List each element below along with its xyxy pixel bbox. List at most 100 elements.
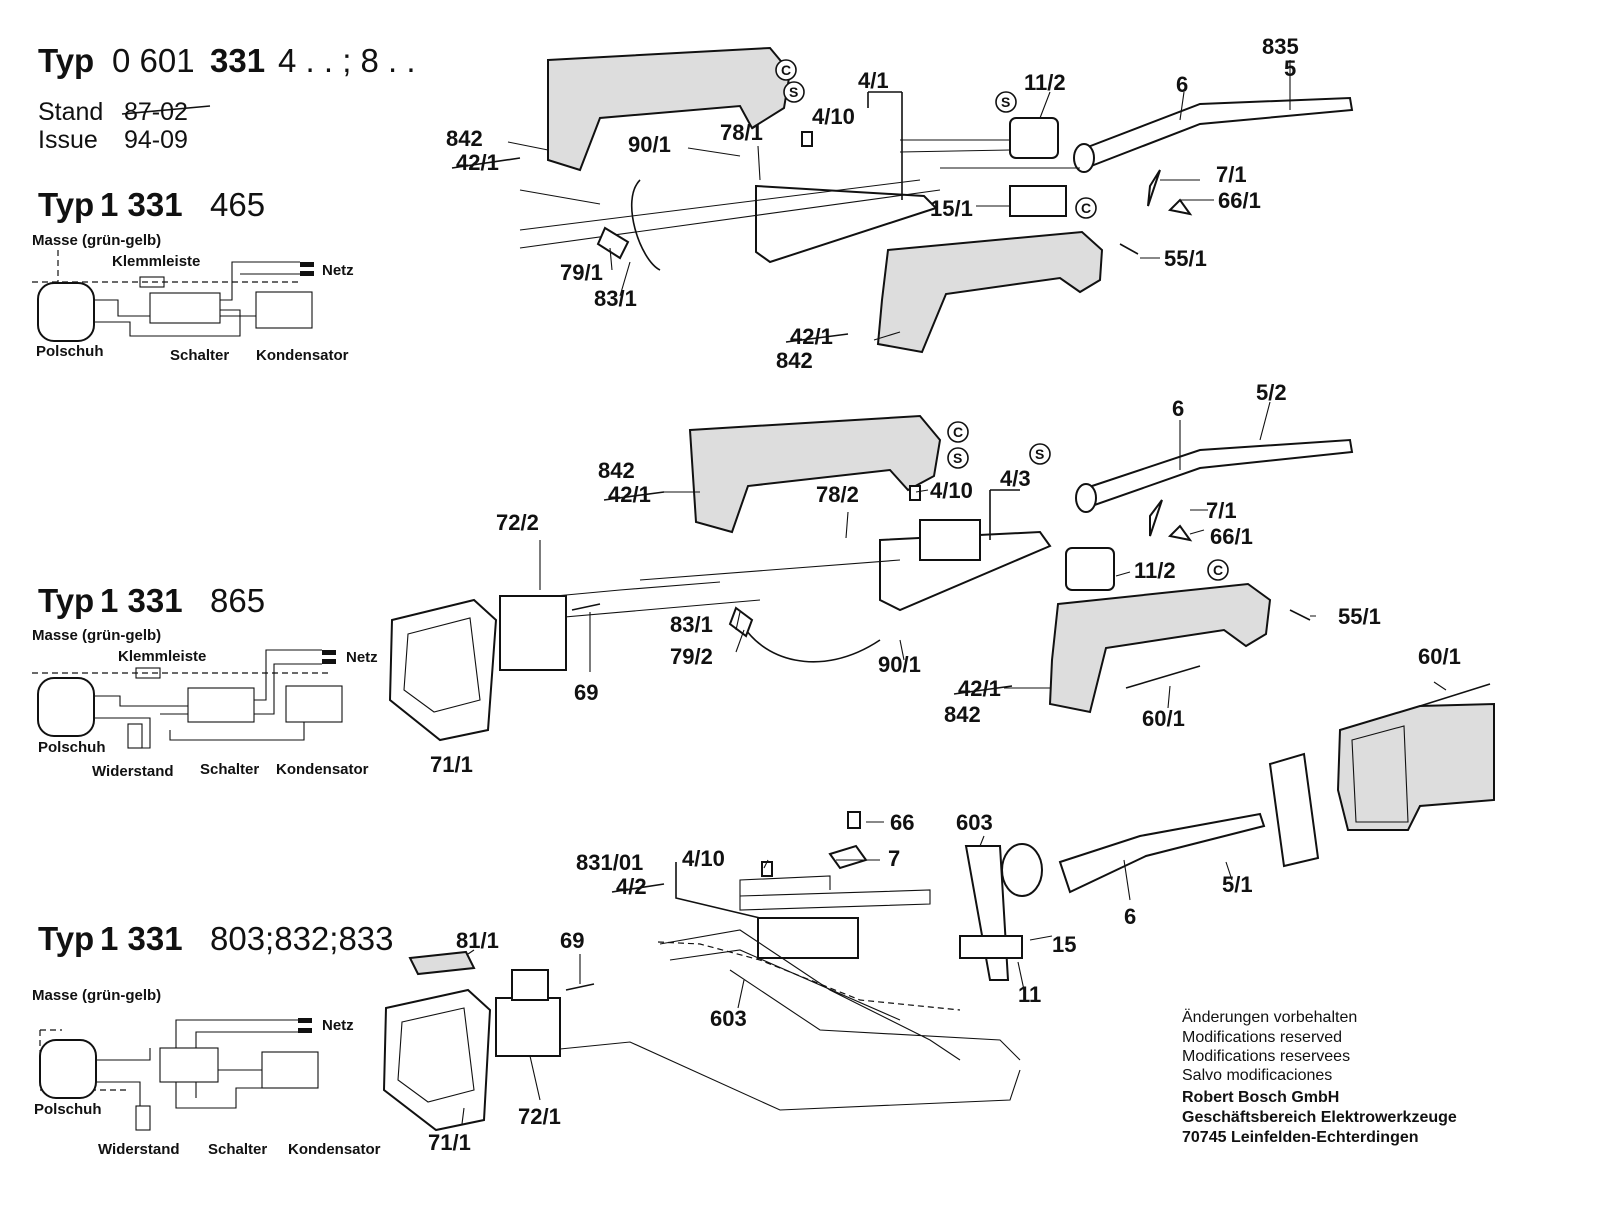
netz-label: Netz	[346, 649, 378, 666]
part-label: 90/1	[628, 132, 671, 157]
wiring-diagram-865: Masse (grün-gelb) Klemmleiste Netz Polsc…	[32, 627, 378, 780]
masse-label: Masse (grün-gelb)	[32, 987, 161, 1004]
klemmleiste-label: Klemmleiste	[112, 253, 200, 270]
part-label: 11/2	[1134, 558, 1176, 583]
label-81-1	[408, 950, 476, 976]
footer-address: 70745 Leinfelden-Echterdingen	[1182, 1129, 1419, 1146]
assembly-bot	[382, 702, 1495, 1132]
type-heading-465: Typ 1 331 465	[38, 186, 265, 223]
netz-plug	[322, 650, 336, 655]
leaders-mid	[539, 401, 1447, 709]
part-label: 842	[598, 458, 635, 483]
footer-company: Robert Bosch GmbH	[1182, 1089, 1339, 1106]
part-label: 842	[776, 348, 813, 373]
part-label: 66/1	[1210, 524, 1253, 549]
kondensator-box	[285, 685, 343, 723]
part-label: 60/1	[1142, 706, 1185, 731]
widerstand-label: Widerstand	[92, 763, 174, 780]
interference-filter-72-2	[499, 595, 567, 671]
part-label: 83/1	[594, 286, 637, 311]
wires	[96, 1019, 298, 1109]
widerstand-box	[127, 723, 143, 749]
part-label: 78/2	[816, 482, 859, 507]
polschuh-motor	[37, 282, 95, 342]
part-label: 7	[888, 846, 900, 871]
issue-value: 94-09	[124, 126, 188, 154]
netz-label: Netz	[322, 262, 354, 279]
s-mark-text: S	[1035, 446, 1044, 462]
cable-sleeve	[1078, 96, 1354, 170]
typ-number-a: 0 601	[112, 42, 195, 79]
s-mark-text: S	[953, 450, 962, 466]
footer-line: Salvo modificaciones	[1182, 1067, 1332, 1084]
part-label: 83/1	[670, 612, 713, 637]
part-label: 11	[1018, 982, 1041, 1007]
part-label: 15/1	[930, 196, 973, 221]
kondensator-box	[255, 291, 313, 329]
terminal-79-1	[596, 226, 630, 260]
wires	[94, 649, 322, 749]
screw-55-1	[1119, 243, 1139, 255]
part-label: 603	[710, 1006, 747, 1031]
c-mark-text: C	[1081, 200, 1091, 216]
interference-filter-72-1	[495, 997, 561, 1057]
stand-value: 87-02	[124, 98, 188, 126]
type-series: 1 331	[100, 920, 183, 957]
footer-line: Modifications reserved	[1182, 1029, 1342, 1046]
part-label: 66/1	[1218, 188, 1261, 213]
footer-division: Geschäftsbereich Elektrowerkzeuge	[1182, 1109, 1457, 1126]
clamp	[1147, 169, 1161, 207]
c-mark-text: C	[1213, 562, 1223, 578]
part-11	[959, 935, 1023, 959]
part-label: 7/1	[1206, 498, 1237, 523]
c-mark	[1207, 559, 1229, 581]
type-word: Typ	[38, 186, 94, 223]
header: Typ 0 601 331 4 . . ; 8 . . Stand 87-02 …	[38, 42, 416, 154]
screw-60-1-b	[1419, 683, 1491, 707]
netz-plug	[322, 659, 336, 664]
typ-number-c: 4 . . ; 8 . .	[278, 42, 416, 79]
netz-plug	[300, 271, 314, 276]
part-label: 71/1	[428, 1130, 471, 1155]
gear-housing	[1336, 702, 1495, 831]
part-label: 842	[446, 126, 483, 151]
wires	[511, 559, 901, 621]
terminal-block	[757, 917, 859, 959]
type-word: Typ	[38, 920, 94, 957]
part-label: 78/1	[720, 120, 763, 145]
part-label: 71/1	[430, 752, 473, 777]
part-label: 90/1	[878, 652, 921, 677]
end-cap-71-1	[382, 988, 492, 1132]
housing-half-upper	[547, 46, 792, 172]
schalter-label: Schalter	[200, 761, 259, 778]
netz-label: Netz	[322, 1017, 354, 1034]
screw-66-1	[1167, 524, 1193, 542]
part-label: 835	[1262, 34, 1299, 59]
part-label: 11/2	[1024, 70, 1066, 95]
cable-loop	[630, 179, 661, 271]
housing-half-lower	[1048, 582, 1272, 714]
switch-top	[919, 519, 981, 561]
assembly-top	[519, 46, 1354, 354]
part-numbers-bot: 66 603 831/01 4/10 4/2 7 81/1 69 603 15 …	[428, 810, 1253, 1155]
housing-half-upper	[688, 414, 942, 534]
capacitor	[1065, 547, 1115, 591]
part-label: 55/1	[1338, 604, 1381, 629]
type-heading-865: Typ 1 331 865	[38, 582, 265, 619]
gasket	[1268, 752, 1320, 868]
part-15-1-block	[1009, 185, 1067, 217]
wiring-diagram-803: Masse (grün-gelb) Netz Polschuh Widersta…	[32, 987, 381, 1158]
terminal-79-2	[728, 606, 754, 638]
polschuh-motor	[37, 677, 95, 737]
typ-number-b: 331	[210, 42, 265, 79]
type-series: 1 331	[100, 582, 183, 619]
screw-69	[571, 603, 601, 611]
part-label: 603	[956, 810, 993, 835]
part-label: 4/10	[682, 846, 725, 871]
part-label: 69	[560, 928, 584, 953]
grommet-15	[1001, 843, 1043, 897]
part-label: 72/2	[496, 510, 539, 535]
type-variant: 865	[210, 582, 265, 619]
c-mark-text: C	[781, 62, 791, 78]
